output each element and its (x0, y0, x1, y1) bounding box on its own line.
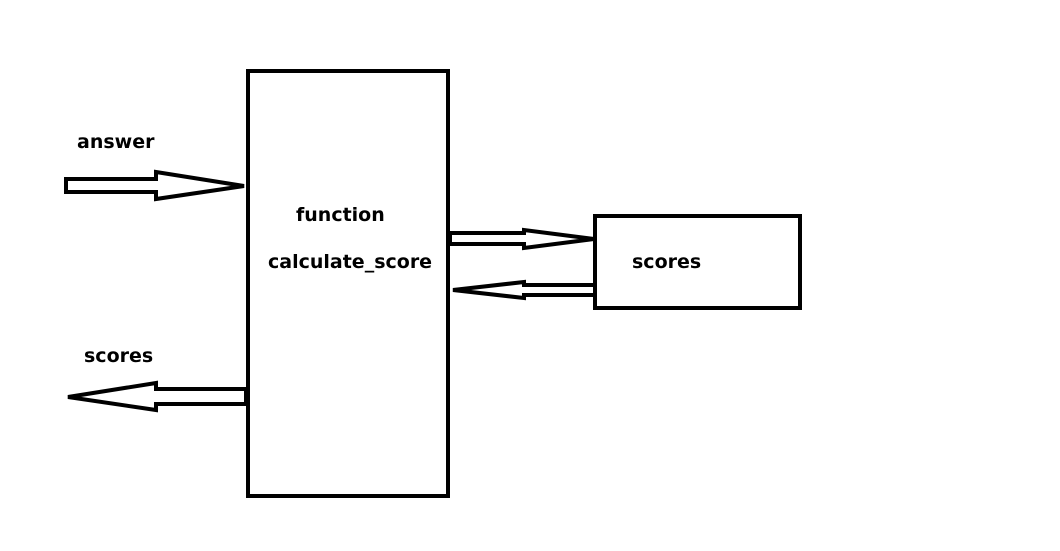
function-name-label: calculate_score (268, 251, 433, 273)
function-keyword-label: function (296, 204, 385, 226)
output-arrow (67, 380, 248, 413)
output-label: scores (84, 345, 154, 367)
to-store-arrow (448, 227, 595, 251)
from-store-arrow (452, 279, 597, 301)
input-label: answer (77, 131, 155, 153)
scores-store-box (593, 214, 802, 310)
input-arrow (64, 169, 245, 202)
store-label: scores (632, 251, 702, 273)
function-box (246, 69, 450, 498)
